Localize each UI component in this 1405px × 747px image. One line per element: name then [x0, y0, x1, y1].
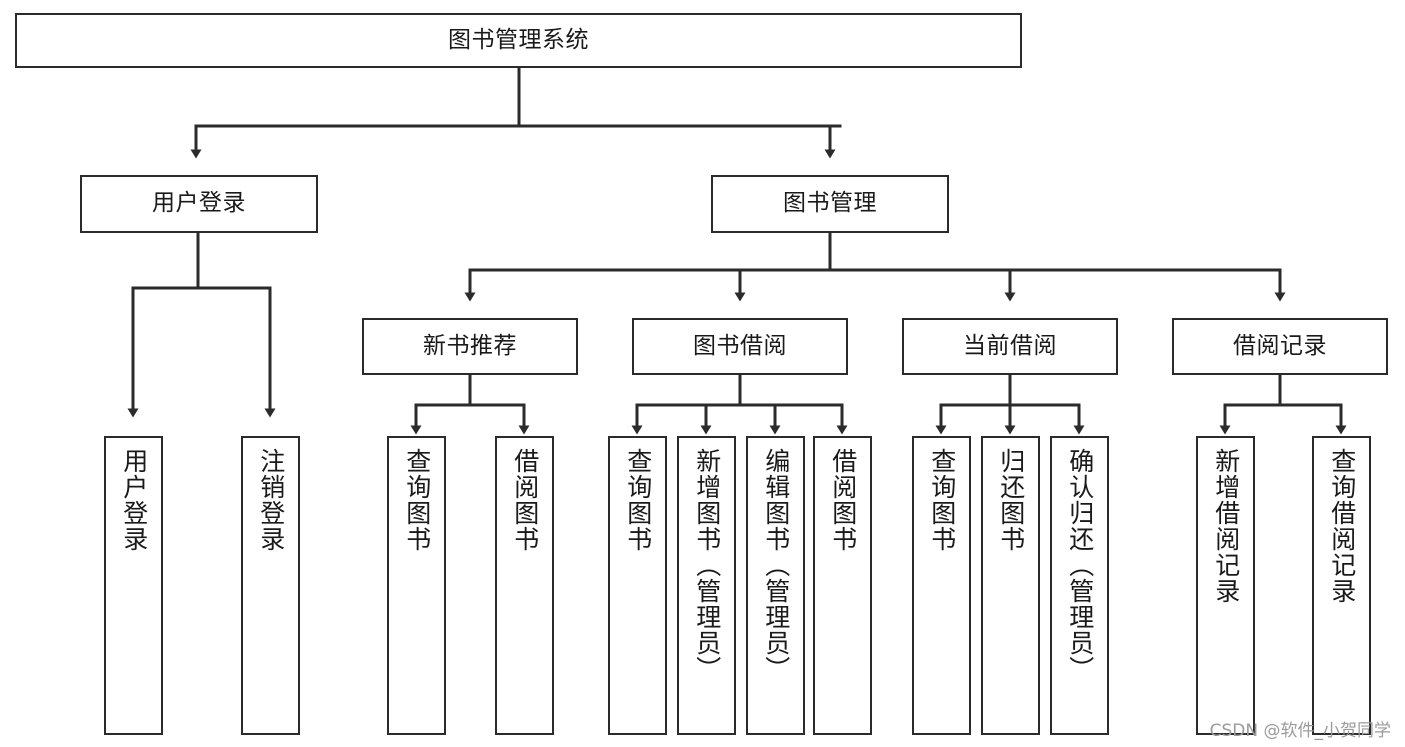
node-book-management[interactable]: 图书管理: [711, 175, 949, 233]
node-new-book-recommend[interactable]: 新书推荐: [362, 318, 578, 375]
node-leaf-borrow-record-1-label: 新增借阅记录: [1211, 448, 1241, 604]
node-leaf-new-book-2-label: 借阅图书: [510, 448, 540, 552]
node-leaf-new-book-2[interactable]: 借阅图书: [495, 436, 554, 735]
node-leaf-new-book-1-label: 查询图书: [402, 448, 432, 552]
node-leaf-user-login-2-label: 注销登录: [256, 448, 286, 552]
node-leaf-current-borrow-3-label: 确认归还（管理员）: [1065, 448, 1095, 682]
node-leaf-book-borrow-2-label: 新增图书（管理员）: [692, 448, 722, 682]
node-leaf-current-borrow-3[interactable]: 确认归还（管理员）: [1050, 436, 1109, 735]
node-leaf-new-book-1[interactable]: 查询图书: [387, 436, 446, 735]
node-book-borrow-label: 图书借阅: [693, 332, 787, 359]
node-root[interactable]: 图书管理系统: [15, 13, 1022, 68]
node-root-label: 图书管理系统: [448, 26, 589, 53]
node-leaf-book-borrow-4[interactable]: 借阅图书: [813, 436, 872, 735]
node-leaf-current-borrow-2[interactable]: 归还图书: [981, 436, 1040, 735]
node-current-borrow[interactable]: 当前借阅: [902, 318, 1118, 375]
node-leaf-user-login-1-label: 用户登录: [119, 448, 149, 552]
node-leaf-borrow-record-2[interactable]: 查询借阅记录: [1312, 436, 1371, 735]
node-leaf-borrow-record-2-label: 查询借阅记录: [1327, 448, 1357, 604]
node-leaf-current-borrow-1-label: 查询图书: [927, 448, 957, 552]
node-leaf-book-borrow-1-label: 查询图书: [623, 448, 653, 552]
node-leaf-user-login-1[interactable]: 用户登录: [104, 436, 163, 735]
node-leaf-borrow-record-1[interactable]: 新增借阅记录: [1196, 436, 1255, 735]
node-user-login[interactable]: 用户登录: [80, 175, 318, 233]
node-user-login-label: 用户登录: [152, 190, 246, 217]
node-leaf-book-borrow-4-label: 借阅图书: [828, 448, 858, 552]
node-leaf-book-borrow-2[interactable]: 新增图书（管理员）: [677, 436, 736, 735]
node-leaf-book-borrow-3[interactable]: 编辑图书（管理员）: [746, 436, 805, 735]
node-leaf-user-login-2[interactable]: 注销登录: [241, 436, 300, 735]
node-leaf-book-borrow-1[interactable]: 查询图书: [608, 436, 667, 735]
node-book-management-label: 图书管理: [783, 190, 877, 217]
node-book-borrow[interactable]: 图书借阅: [632, 318, 848, 375]
node-new-book-recommend-label: 新书推荐: [423, 332, 517, 359]
node-leaf-current-borrow-1[interactable]: 查询图书: [912, 436, 971, 735]
node-borrow-record[interactable]: 借阅记录: [1172, 318, 1388, 375]
watermark-text: CSDN @软件_小贺同学: [1209, 721, 1391, 741]
node-current-borrow-label: 当前借阅: [963, 332, 1057, 359]
node-borrow-record-label: 借阅记录: [1233, 332, 1327, 359]
node-leaf-current-borrow-2-label: 归还图书: [996, 448, 1026, 552]
node-leaf-book-borrow-3-label: 编辑图书（管理员）: [761, 448, 791, 682]
